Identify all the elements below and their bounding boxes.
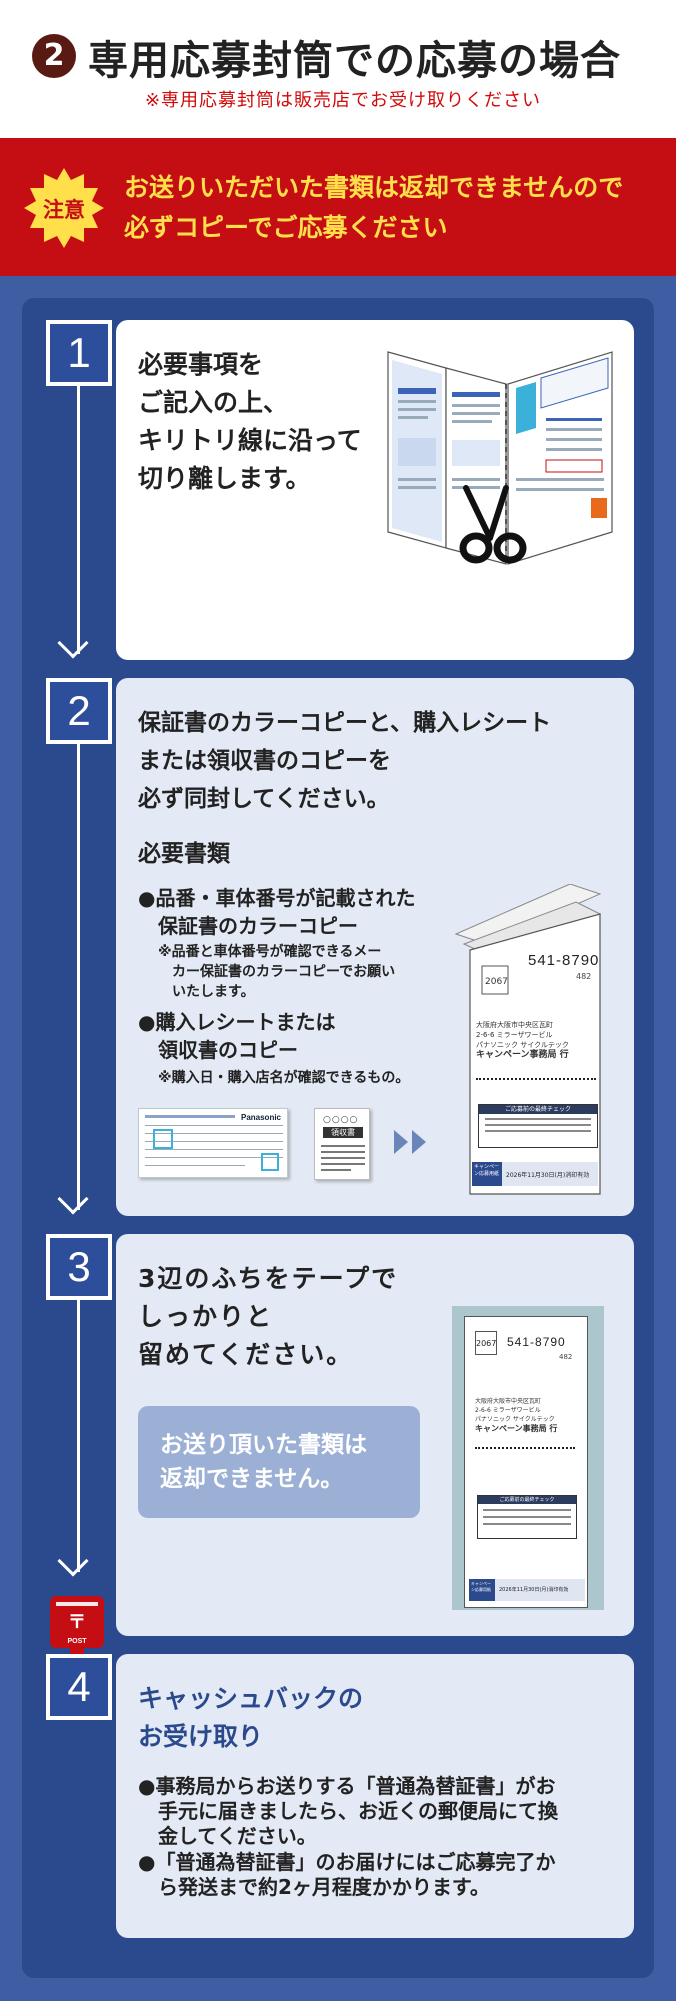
step-4-number: 4 xyxy=(46,1654,112,1720)
receipt-copy-thumbnail: ○○○○ 領収書 xyxy=(314,1108,370,1180)
envelope-deadline: 2026年11月30日(月)消印有効 xyxy=(506,1172,590,1179)
step-4-title-line: キャッシュバックの xyxy=(138,1684,364,1713)
doc-item-receipt-note: ※購入日・購入店名が確認できるもの。 xyxy=(158,1070,410,1086)
step-4-body-line: ●事務局からお送りする「普通為替証書」がお xyxy=(138,1774,556,1798)
post-label: POST xyxy=(67,1638,87,1645)
svg-text:〒: 〒 xyxy=(68,1612,86,1633)
step-1-line: 必要事項を xyxy=(138,350,264,379)
step-3-line: 留めてください。 xyxy=(138,1340,354,1369)
envelope-office: キャンペーン事務局 行 xyxy=(475,1424,558,1433)
envelope-subzip: 482 xyxy=(576,972,592,981)
step-3-card: 3辺のふちをテープで しっかりと 留めてください。 お送り頂いた書類は 返却でき… xyxy=(116,1234,634,1636)
header: 2 専用応募封筒での応募の場合 ※専用応募封筒は販売店でお受け取りください xyxy=(0,0,676,138)
warning-line-1: お送りいただいた書類は返却できませんので xyxy=(124,173,624,202)
envelope-address-line: 2-6-6 ミラーザワービル xyxy=(475,1407,541,1414)
warning-banner: 注意 お送りいただいた書類は返却できませんので 必ずコピーでご応募ください xyxy=(0,138,676,276)
doc-item-line: 保証書のカラーコピー xyxy=(158,914,358,938)
envelope-stamp: 2067 xyxy=(475,1331,497,1355)
warning-text: お送りいただいた書類は返却できませんので 必ずコピーでご応募ください xyxy=(124,168,664,248)
step-4-card: キャッシュバックの お受け取り ●事務局からお送りする「普通為替証書」がお 手元… xyxy=(116,1654,634,1938)
brand-logo: Panasonic xyxy=(240,1113,281,1122)
step-2-line: または領収書のコピーを xyxy=(138,748,391,774)
note-line: いたします。 xyxy=(172,984,255,1000)
step-2-card: 保証書のカラーコピーと、購入レシート または領収書のコピーを 必ず同封してくださ… xyxy=(116,678,634,1216)
envelope-zip: 541-8790 xyxy=(528,952,600,969)
page-subtitle: ※専用応募封筒は販売店でお受け取りください xyxy=(144,90,542,111)
envelope-company: パナソニック サイクルテック xyxy=(476,1041,569,1049)
doc-item-warranty-note: ※品番と車体番号が確認できるメー カー保証書のカラーコピーでお願い いたします。 xyxy=(158,942,395,1002)
notice-line: 返却できません。 xyxy=(160,1466,344,1492)
envelope-checklist-title: ご応募前の最終チェック xyxy=(478,1496,576,1504)
step-1-text: 必要事項を ご記入の上、 キリトリ線に沿って 切り離します。 xyxy=(138,346,362,498)
envelope-address-line: 2-6-6 ミラーザワービル xyxy=(476,1031,553,1039)
envelope-footer: キャンペーン応募用紙 2026年11月30日(月)消印有効 xyxy=(469,1579,585,1601)
step-4-body-line: 手元に届きましたら、お近くの郵便局にて換 xyxy=(158,1799,558,1823)
step-4-body-line: ら発送まで約2ヶ月程度かかります。 xyxy=(158,1875,490,1899)
envelope-company: パナソニック サイクルテック xyxy=(475,1416,555,1423)
step-2-line: 保証書のカラーコピーと、購入レシート xyxy=(138,710,552,736)
envelope-campaign-tag: キャンペーン応募用紙 xyxy=(472,1162,502,1186)
step-1-card: 必要事項を ご記入の上、 キリトリ線に沿って 切り離します。 xyxy=(116,320,634,660)
envelope-address-line: 大阪府大阪市中央区瓦町 xyxy=(476,1021,553,1029)
doc-item-warranty: ●品番・車体番号が記載された 保証書のカラーコピー xyxy=(138,884,415,940)
steps-section: 必要事項を ご記入の上、 キリトリ線に沿って 切り離します。 xyxy=(0,276,676,2001)
envelope-subzip: 482 xyxy=(559,1353,573,1361)
envelope-checklist: ご応募前の最終チェック xyxy=(477,1495,577,1539)
scissors-icon xyxy=(459,485,527,564)
warranty-copy-thumbnail: Panasonic xyxy=(138,1108,288,1178)
envelope-address: 大阪府大阪市中央区瓦町 2-6-6 ミラーザワービル パナソニック サイクルテッ… xyxy=(475,1397,557,1433)
receipt-label: 領収書 xyxy=(323,1127,363,1138)
step-3-number: 3 xyxy=(46,1234,112,1300)
taped-envelope: 2067 541-8790 482 大阪府大阪市中央区瓦町 2-6-6 ミラーザ… xyxy=(464,1316,588,1608)
envelope-address-line: 大阪府大阪市中央区瓦町 xyxy=(475,1398,542,1405)
step-3-text: 3辺のふちをテープで しっかりと 留めてください。 xyxy=(138,1260,398,1374)
warning-badge-label: 注意 xyxy=(43,198,85,222)
envelope-checklist: ご応募前の最終チェック xyxy=(478,1104,598,1148)
warning-badge: 注意 xyxy=(24,168,104,248)
step-4-title-line: お受け取り xyxy=(138,1722,264,1751)
doc-item-line: 領収書のコピー xyxy=(158,1038,298,1062)
step-1-line: ご記入の上、 xyxy=(138,388,289,417)
step-4-body-line: ●「普通為替証書」のお届けにはご応募完了か xyxy=(138,1850,556,1874)
step-2-number: 2 xyxy=(46,678,112,744)
envelope-deadline: 2026年11月30日(月)消印有効 xyxy=(499,1587,569,1593)
step-4-body-1: ●事務局からお送りする「普通為替証書」がお 手元に届きましたら、お近くの郵便局に… xyxy=(138,1774,558,1849)
starburst-icon xyxy=(24,168,104,248)
doc-item-line: ●品番・車体番号が記載された xyxy=(138,886,416,910)
note-line: カー保証書のカラーコピーでお願い xyxy=(172,964,396,980)
envelope-address: 大阪府大阪市中央区瓦町 2-6-6 ミラーザワービル パナソニック サイクルテッ… xyxy=(476,1020,569,1060)
step-1-line: 切り離します。 xyxy=(138,464,311,493)
step-2-line: 必ず同封してください。 xyxy=(138,786,390,812)
step-1-number: 1 xyxy=(46,320,112,386)
doc-item-line: ●購入レシートまたは xyxy=(138,1010,336,1034)
svg-text:2067: 2067 xyxy=(485,977,508,987)
step-4-title: キャッシュバックの お受け取り xyxy=(138,1680,363,1756)
step-4-body-line: 金してください。 xyxy=(158,1824,317,1848)
step-2-arrow-line xyxy=(77,744,80,1210)
envelope-office: キャンペーン事務局 行 xyxy=(476,1050,569,1060)
envelope-footer: キャンペーン応募用紙 2026年11月30日(月)消印有効 xyxy=(472,1162,598,1186)
envelope-zip: 541-8790 xyxy=(507,1335,566,1349)
doc-item-receipt: ●購入レシートまたは 領収書のコピー xyxy=(138,1008,335,1064)
step-2-text: 保証書のカラーコピーと、購入レシート または領収書のコピーを 必ず同封してくださ… xyxy=(138,704,551,818)
step-4-body-2: ●「普通為替証書」のお届けにはご応募完了か ら発送まで約2ヶ月程度かかります。 xyxy=(138,1850,555,1900)
required-docs-heading: 必要書類 xyxy=(138,841,230,867)
step-1-line: キリトリ線に沿って xyxy=(138,426,362,455)
non-return-notice: お送り頂いた書類は 返却できません。 xyxy=(138,1406,420,1518)
page-title: 専用応募封筒での応募の場合 xyxy=(88,38,621,84)
notice-line: お送り頂いた書類は xyxy=(160,1432,367,1458)
step-1-arrow-line xyxy=(77,386,80,654)
double-chevron-right-icon xyxy=(394,1130,426,1154)
step-3-arrow-line xyxy=(77,1300,80,1572)
note-line: ※品番と車体番号が確認できるメー xyxy=(158,944,382,960)
step-3-line: 3辺のふちをテープで xyxy=(138,1264,399,1293)
envelope-checklist-title: ご応募前の最終チェック xyxy=(479,1105,597,1114)
warning-line-2: 必ずコピーでご応募ください xyxy=(124,213,448,242)
application-form-illustration xyxy=(387,351,613,565)
step-3-line: しっかりと xyxy=(138,1302,274,1331)
section-number-badge: 2 xyxy=(32,34,76,78)
envelope-campaign-tag: キャンペーン応募用紙 xyxy=(469,1579,495,1601)
